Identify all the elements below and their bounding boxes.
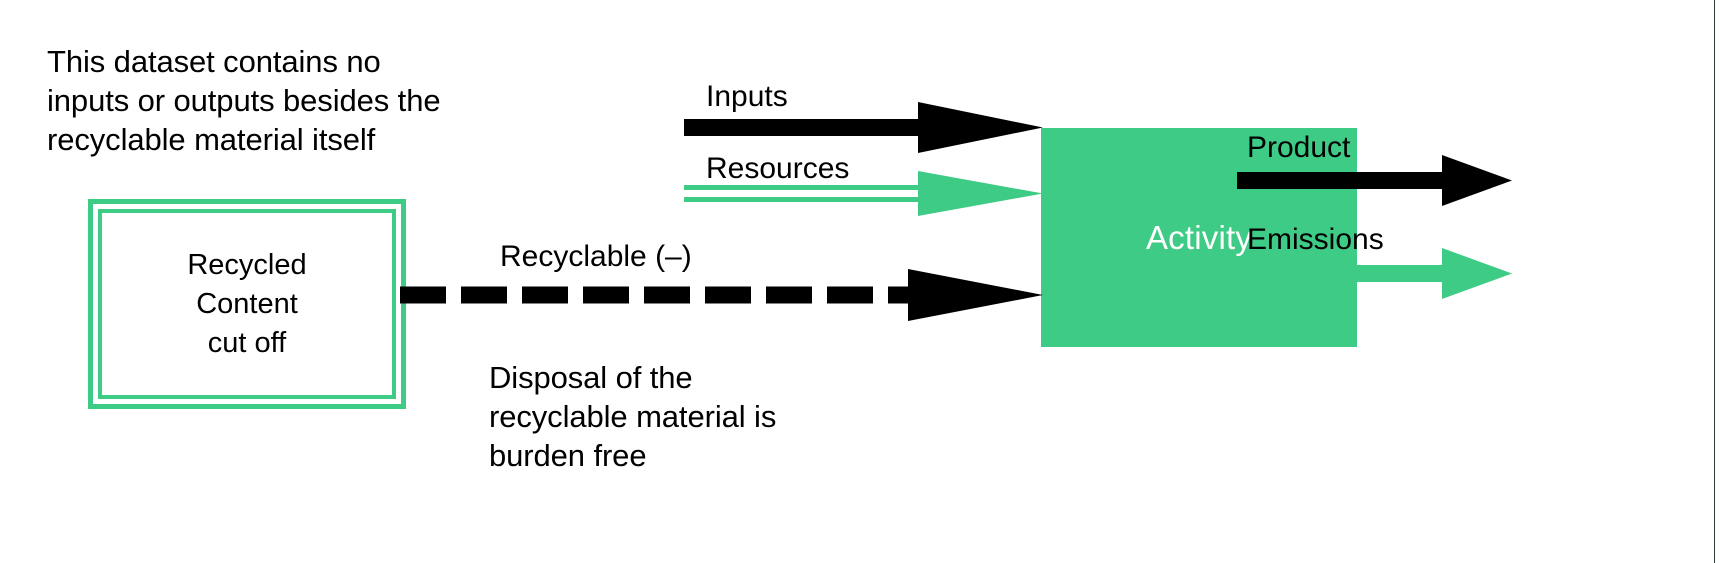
- product-arrow-icon: [1237, 155, 1512, 206]
- activity-box: Activity: [1041, 128, 1357, 347]
- inputs-arrow-icon: [684, 102, 1043, 153]
- note-disposal-burden-free: Disposal of the recyclable material is b…: [489, 360, 777, 473]
- recycled-content-cutoff-box-inner: Recycled Content cut off: [98, 209, 396, 399]
- flow-label-product: Product: [1247, 131, 1351, 164]
- flow-label-resources: Resources: [706, 152, 850, 185]
- flow-label-inputs: Inputs: [706, 80, 788, 113]
- note-dataset-scope: This dataset contains no inputs or outpu…: [47, 44, 441, 157]
- recycled-content-cutoff-label: Recycled Content cut off: [187, 248, 307, 359]
- flow-label-recyclable: Recyclable (–): [500, 240, 692, 273]
- recyclable-arrow-icon: [400, 269, 1043, 321]
- recycled-content-cutoff-box: Recycled Content cut off: [88, 199, 406, 409]
- resources-arrow-icon: [684, 171, 1043, 216]
- right-edge-rule: [1714, 0, 1715, 563]
- emissions-arrow-icon: [1237, 248, 1512, 299]
- activity-label: Activity: [1145, 218, 1253, 256]
- flow-label-emissions: Emissions: [1247, 223, 1384, 256]
